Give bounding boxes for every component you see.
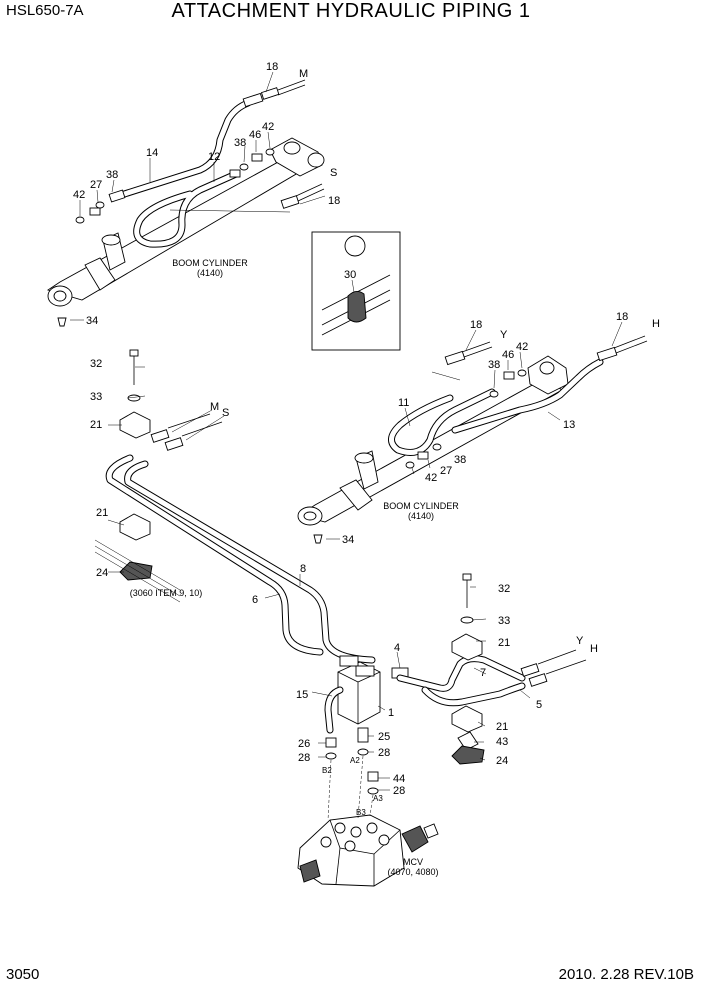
clamp-detail-inset: [311, 231, 401, 351]
callout-42: 42: [425, 472, 437, 484]
port-label-a3: A3: [373, 794, 383, 803]
callout-30: 30: [344, 269, 356, 281]
callout-33: 33: [90, 391, 102, 403]
port-label-b3: B3: [356, 808, 366, 817]
callout-5: 5: [536, 699, 542, 711]
boom-cylinder-assembly-left: [46, 71, 326, 327]
port-label-a2: A2: [350, 756, 360, 765]
mcv-ref: (4070, 4080): [387, 867, 438, 877]
lower-piping-assembly: [94, 349, 587, 887]
callout-15: 15: [296, 689, 308, 701]
callout-42: 42: [262, 121, 274, 133]
callout-m: M: [210, 401, 219, 413]
callout-21: 21: [96, 507, 108, 519]
callout-34: 34: [342, 534, 354, 546]
callout-28: 28: [378, 747, 390, 759]
boom-cylinder-ref-2: (4140): [408, 511, 434, 521]
callout-24: 24: [96, 567, 108, 579]
callout-21: 21: [498, 637, 510, 649]
callout-21: 21: [496, 721, 508, 733]
callout-8: 8: [300, 563, 306, 575]
callout-h: H: [652, 318, 660, 330]
callout-42: 42: [73, 189, 85, 201]
callout-18: 18: [328, 195, 340, 207]
callout-y: Y: [576, 635, 584, 647]
callout-24: 24: [496, 755, 508, 767]
boom-cylinder-caption-2: BOOM CYLINDER: [383, 501, 459, 511]
callout-32: 32: [90, 358, 102, 370]
callout-12: 12: [208, 151, 220, 163]
boom-cylinder-assembly-right: [297, 321, 648, 544]
callout-42: 42: [516, 341, 528, 353]
callout-s: S: [222, 407, 229, 419]
mcv-caption: MCV: [403, 857, 423, 867]
callout-14: 14: [146, 147, 158, 159]
callout-m: M: [299, 68, 308, 80]
callout-46: 46: [502, 349, 514, 361]
callout-18: 18: [470, 319, 482, 331]
callout-7: 7: [480, 667, 486, 679]
page-number: 3050: [6, 966, 40, 983]
callout-38: 38: [234, 137, 246, 149]
callout-6: 6: [252, 594, 258, 606]
callout-44: 44: [393, 773, 405, 785]
callout-43: 43: [496, 736, 508, 748]
part-callouts: 18 M 14 12 38 46 42 S 18 42 27 38 34 30 …: [73, 61, 660, 797]
callout-26: 26: [298, 738, 310, 750]
callout-38: 38: [454, 454, 466, 466]
callout-33: 33: [498, 615, 510, 627]
callout-y: Y: [500, 329, 508, 341]
callout-27: 27: [90, 179, 102, 191]
callout-46: 46: [249, 129, 261, 141]
callout-18: 18: [616, 311, 628, 323]
port-label-b2: B2: [322, 766, 332, 775]
callout-28: 28: [298, 752, 310, 764]
boom-cylinder-caption-1: BOOM CYLINDER: [172, 258, 248, 268]
callout-38: 38: [106, 169, 118, 181]
callout-38: 38: [488, 359, 500, 371]
callout-34: 34: [86, 315, 98, 327]
page-title: ATTACHMENT HYDRAULIC PIPING 1: [171, 0, 531, 22]
revision-stamp: 2010. 2.28 REV.10B: [558, 966, 694, 983]
callout-27: 27: [440, 465, 452, 477]
boom-cylinder-ref-1: (4140): [197, 268, 223, 278]
callout-s: S: [330, 167, 337, 179]
callout-1: 1: [388, 707, 394, 719]
callout-25: 25: [378, 731, 390, 743]
model-number: HSL650-7A: [6, 2, 84, 19]
callout-28: 28: [393, 785, 405, 797]
callout-h: H: [590, 643, 598, 655]
callout-32: 32: [498, 583, 510, 595]
callout-21: 21: [90, 419, 102, 431]
callout-18: 18: [266, 61, 278, 73]
callout-11: 11: [398, 397, 409, 409]
reference-note: (3060 ITEM 9, 10): [130, 588, 203, 598]
callout-13: 13: [563, 419, 575, 431]
callout-4: 4: [394, 642, 400, 654]
